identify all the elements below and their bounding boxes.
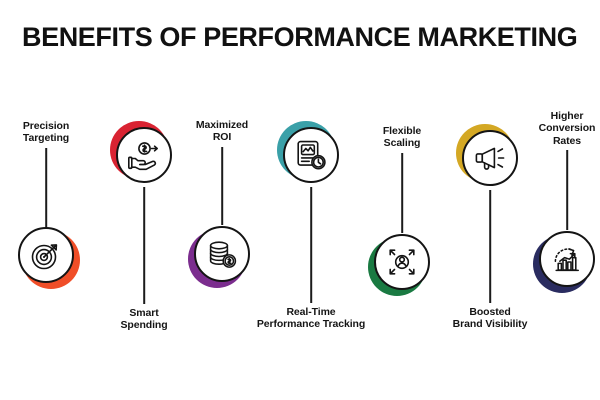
icon-badge-flexible-scaling[interactable] <box>368 231 433 296</box>
icon-disc-smart-spending <box>116 127 172 183</box>
report-clock-icon <box>297 140 326 170</box>
growth-chart-icon <box>554 248 579 272</box>
hand-money-icon <box>127 142 158 171</box>
icon-badge-real-time-performance-tracking[interactable] <box>277 121 342 186</box>
node-label-higher-conversion-rates: Higher Conversion Rates <box>538 110 596 147</box>
connector-stem-boosted-brand-visibility <box>489 190 491 303</box>
icon-disc-boosted-brand-visibility <box>462 130 518 186</box>
icon-disc-precision-targeting <box>18 227 74 283</box>
icon-disc-maximized-roi <box>194 226 250 282</box>
connector-stem-real-time-performance-tracking <box>310 187 312 303</box>
connector-stem-higher-conversion-rates <box>566 150 568 230</box>
icon-disc-higher-conversion-rates <box>539 231 595 287</box>
icon-badge-boosted-brand-visibility[interactable] <box>456 124 521 189</box>
node-label-flexible-scaling: Flexible Scaling <box>382 125 422 150</box>
icon-disc-real-time-performance-tracking <box>283 127 339 183</box>
icon-badge-higher-conversion-rates[interactable] <box>533 228 598 293</box>
node-label-boosted-brand-visibility: Boosted Brand Visibility <box>452 306 528 331</box>
connector-stem-precision-targeting <box>45 148 47 248</box>
connector-stem-flexible-scaling <box>401 153 403 233</box>
node-label-precision-targeting: Precision Targeting <box>22 120 70 145</box>
icon-badge-smart-spending[interactable] <box>110 121 175 186</box>
node-label-maximized-roi: Maximized ROI <box>195 119 249 144</box>
node-label-real-time-performance-tracking: Real-Time Performance Tracking <box>256 306 366 331</box>
coin-stack-icon <box>209 241 237 268</box>
page-title: BENEFITS OF PERFORMANCE MARKETING <box>22 22 578 52</box>
connector-stem-smart-spending <box>143 187 145 304</box>
icon-badge-precision-targeting[interactable] <box>15 224 80 289</box>
icon-disc-flexible-scaling <box>374 234 430 290</box>
node-label-smart-spending: Smart Spending <box>120 307 168 332</box>
icon-badge-maximized-roi[interactable] <box>188 223 253 288</box>
connector-stem-maximized-roi <box>221 147 223 225</box>
megaphone-icon <box>475 147 505 170</box>
scale-person-icon <box>389 249 415 275</box>
target-icon <box>31 244 58 270</box>
